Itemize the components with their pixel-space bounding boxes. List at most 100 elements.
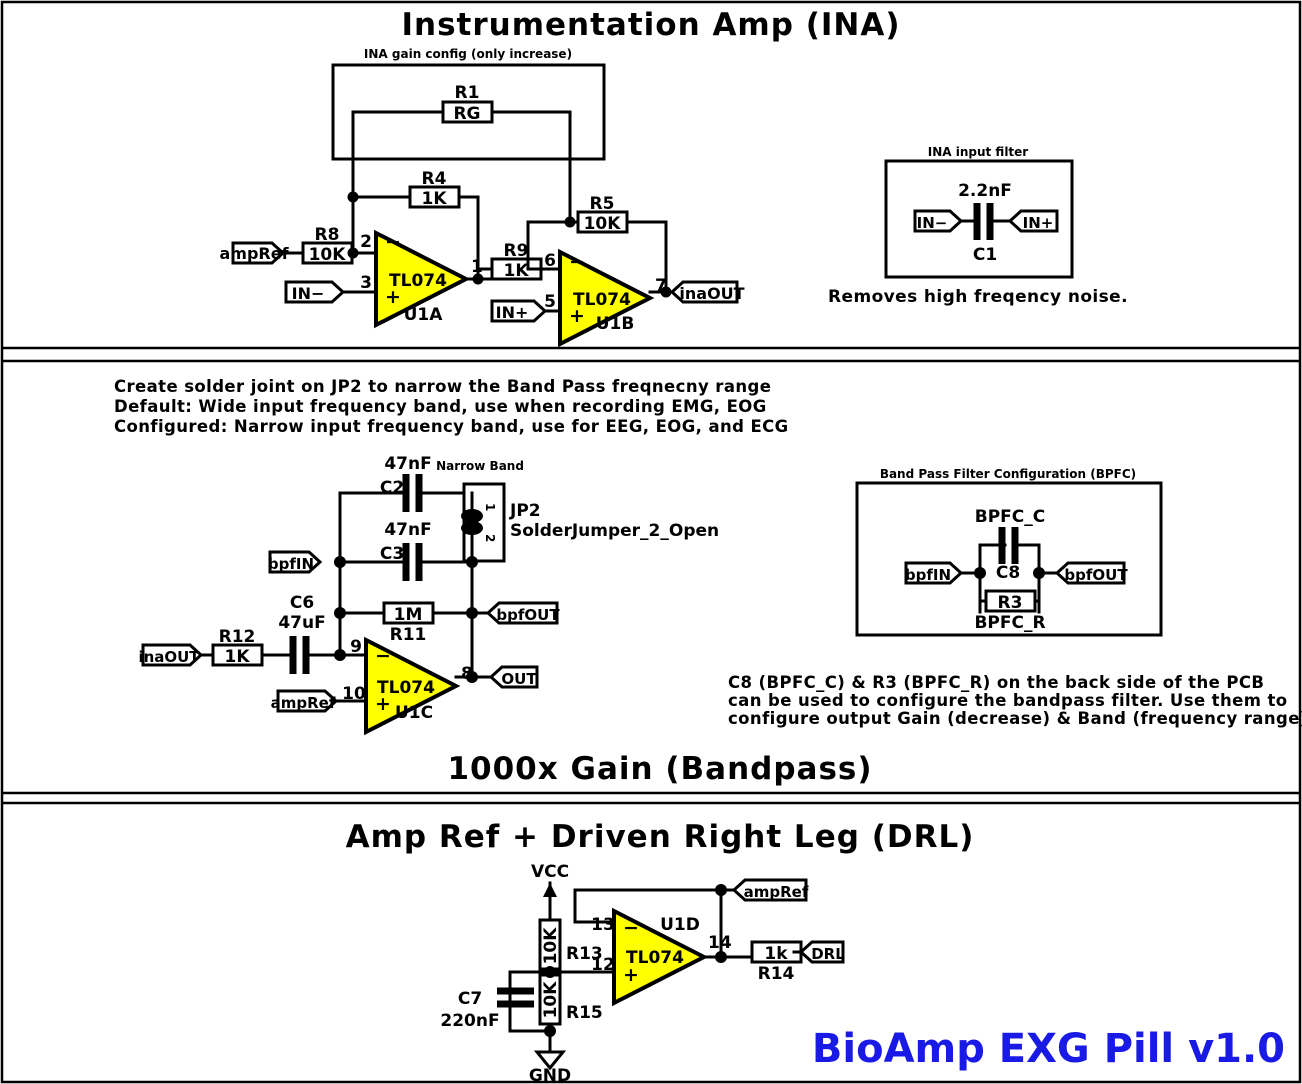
port-bpfin: bpfIN	[268, 550, 323, 574]
cap-c7-value: 220nF	[440, 1011, 499, 1031]
port-inaout: inaOUT	[669, 280, 745, 304]
resistor-r1-value: RG	[453, 104, 480, 124]
bpfc-res-label: BPFC_R	[974, 613, 1045, 633]
resistor-r4-value: 1K	[421, 189, 447, 209]
opamp-u1a-pin-out: 1	[471, 257, 483, 277]
opamp-u1b-pin-out: 7	[655, 276, 667, 296]
vcc-arrow-icon	[543, 883, 557, 897]
resistor-r9-ref: R9	[504, 241, 529, 261]
junction-inaout	[660, 286, 672, 298]
port-bpfout-label: bpfOUT	[496, 606, 560, 624]
bpfc-note-line-1: C8 (BPFC_C) & R3 (BPFC_R) on the back si…	[728, 673, 1264, 692]
resistor-r13-value: 10K	[541, 927, 561, 965]
port-in-plus-ina-label: IN+	[496, 303, 529, 322]
resistor-r11-value: 1M	[394, 605, 423, 625]
cap-c3-ref: C3	[380, 544, 404, 564]
resistor-r15-ref: R15	[566, 1003, 603, 1023]
port-in-minus-ina: IN−	[284, 280, 346, 304]
cap-c1-value: 2.2nF	[958, 181, 1012, 201]
opamp-u1b-plus: +	[569, 305, 585, 327]
opamp-u1d	[612, 907, 709, 1007]
bpfc-cap-label: BPFC_C	[975, 507, 1045, 527]
opamp-u1a-part: TL074	[389, 271, 447, 291]
section-title-drl: Amp Ref + Driven Right Leg (DRL)	[346, 819, 975, 855]
port-bpfout-bpfc-label: bpfOUT	[1064, 566, 1128, 584]
opamp-u1c	[364, 636, 461, 736]
bandpass-note-line-3: Configured: Narrow input frequency band,…	[114, 417, 789, 436]
port-bpfin-bpfc-label: bpfIN	[905, 566, 951, 584]
section-title-bandpass: 1000x Gain (Bandpass)	[447, 751, 872, 787]
opamp-u1c-ref: U1C	[395, 703, 433, 723]
port-out-label: OUT	[501, 670, 537, 688]
port-ampref-drl: ampRef	[731, 878, 809, 902]
resistor-r1-body	[441, 100, 494, 124]
bpfc-note-line-2: can be used to configure the bandpass fi…	[728, 691, 1287, 710]
opamp-u1d-pin-minus: 13	[591, 915, 615, 935]
cap-c6-value: 47uF	[278, 613, 325, 633]
cap-c2-value: 47nF	[384, 454, 431, 474]
bandpass-note-line-1: Create solder joint on JP2 to narrow the…	[114, 377, 771, 396]
resistor-r5-ref: R5	[590, 194, 615, 214]
opamp-u1b-ref: U1B	[596, 314, 635, 334]
cap-c1-ref: C1	[973, 245, 997, 265]
resistor-r5-value: 10K	[584, 214, 622, 234]
port-out: OUT	[488, 665, 539, 689]
opamp-u1b	[558, 248, 655, 348]
ina-gain-config-label: INA gain config (only increase)	[364, 47, 572, 61]
bpfc-res-ref: R3	[998, 593, 1023, 613]
port-drl: DRL	[798, 940, 845, 964]
product-logo: BioAmp EXG Pill v1.0	[812, 1026, 1285, 1072]
opamp-u1b-pin-minus: 6	[544, 251, 556, 271]
resistor-r15-value: 10K	[541, 981, 561, 1019]
jp2-pin-1-label: 1	[483, 503, 497, 511]
jp2-ref: JP2	[509, 501, 541, 521]
jp2-part: SolderJumper_2_Open	[510, 521, 719, 541]
junction-r4-rg	[347, 191, 359, 203]
port-ampref-ina: ampRef	[219, 241, 290, 265]
jp2-pad-2	[461, 521, 483, 535]
opamp-u1c-pin-plus: 10	[342, 684, 366, 704]
section-title-ina: Instrumentation Amp (INA)	[401, 7, 900, 43]
ina-input-filter-label: INA input filter	[928, 145, 1029, 159]
port-ampref-drl-label: ampRef	[744, 883, 809, 901]
port-in-minus-filter: IN−	[913, 209, 964, 233]
opamp-u1c-minus: −	[375, 645, 391, 667]
jp2-pad-1	[461, 509, 483, 523]
bpfc-box-title: Band Pass Filter Configuration (BPFC)	[880, 467, 1136, 481]
port-bpfout-bpfc: bpfOUT	[1054, 561, 1128, 585]
port-in-minus-filter-label: IN−	[917, 214, 948, 232]
port-bpfin-label: bpfIN	[268, 555, 314, 573]
jp2-narrow-band-label: Narrow Band	[436, 459, 524, 473]
opamp-u1b-minus: −	[569, 251, 585, 273]
resistor-r12-ref: R12	[219, 627, 256, 647]
port-in-plus-ina: IN+	[490, 299, 548, 323]
opamp-u1b-part: TL074	[573, 290, 631, 310]
power-gnd-label: GND	[529, 1066, 571, 1084]
opamp-u1d-plus: +	[623, 964, 639, 986]
port-inaout-label: inaOUT	[679, 284, 744, 303]
gnd-symbol-icon	[533, 1050, 567, 1071]
bandpass-note-line-2: Default: Wide input frequency band, use …	[114, 397, 767, 416]
opamp-u1d-pin-plus: 12	[591, 955, 615, 975]
cap-c7-ref: C7	[458, 989, 482, 1009]
resistor-r8-ref: R8	[315, 225, 340, 245]
opamp-u1a-pin-plus: 3	[360, 273, 372, 293]
opamp-u1d-part: TL074	[626, 948, 684, 968]
port-inaout-bpf-label: inaOUT	[138, 648, 200, 666]
junction-u1c-inv	[334, 649, 346, 661]
opamp-u1c-plus: +	[375, 693, 391, 715]
port-in-plus-filter-label: IN+	[1023, 214, 1054, 232]
cap-c6-ref: C6	[290, 593, 314, 613]
cap-c2-ref: C2	[380, 478, 404, 498]
resistor-r12-value: 1K	[224, 647, 250, 667]
resistor-r14-ref: R14	[758, 964, 795, 984]
port-drl-label: DRL	[811, 945, 845, 963]
port-in-plus-filter: IN+	[1007, 209, 1059, 233]
opamp-u1c-pin-minus: 9	[350, 637, 362, 657]
opamp-u1b-pin-plus: 5	[544, 292, 556, 312]
resistor-r4-body	[408, 185, 461, 209]
port-in-minus-ina-label: IN−	[292, 284, 325, 303]
